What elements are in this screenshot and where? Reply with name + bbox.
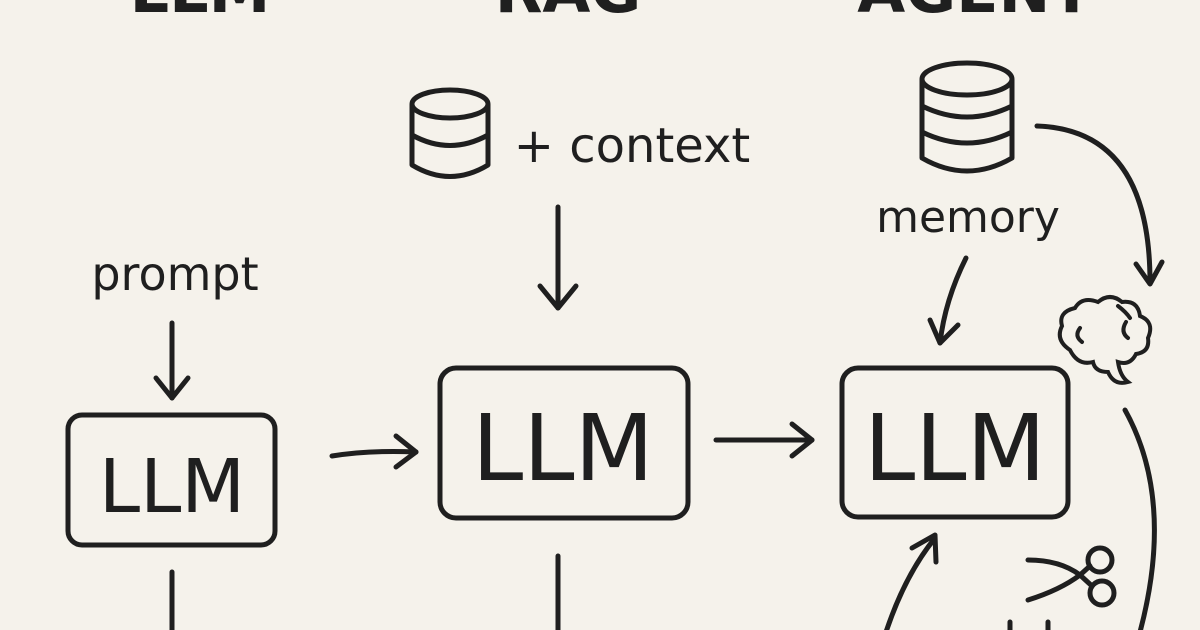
column-title-rag: RAG [495, 0, 642, 27]
memory-loop-arrow [1034, 123, 1165, 287]
prompt-label: prompt [91, 247, 258, 301]
memory-arrow [927, 255, 969, 346]
agent-llm-box [839, 365, 1071, 520]
llm-box-label: LLM [99, 444, 245, 530]
action-arrow [884, 532, 939, 630]
column-title-llm: LLM [130, 0, 271, 27]
context-label: + context [514, 118, 750, 174]
brain-icon [1057, 295, 1153, 385]
llm-box [65, 412, 278, 548]
column-title-agent: AGENT [857, 0, 1092, 27]
context-arrow [537, 204, 579, 311]
database-icon [919, 60, 1015, 174]
prompt-arrow [153, 320, 191, 401]
loop-arc [1122, 407, 1157, 630]
memory-label: memory [876, 192, 1060, 243]
cropped-label-marks [1007, 619, 1051, 630]
agent-llm-box-label: LLM [864, 395, 1046, 502]
database-icon [409, 87, 491, 179]
arrow-llm-to-rag [329, 433, 419, 470]
rag-llm-box-label: LLM [472, 395, 654, 502]
rag-llm-box [437, 365, 691, 521]
scissors-icon [1025, 545, 1117, 608]
arrow-rag-to-agent [713, 421, 815, 459]
